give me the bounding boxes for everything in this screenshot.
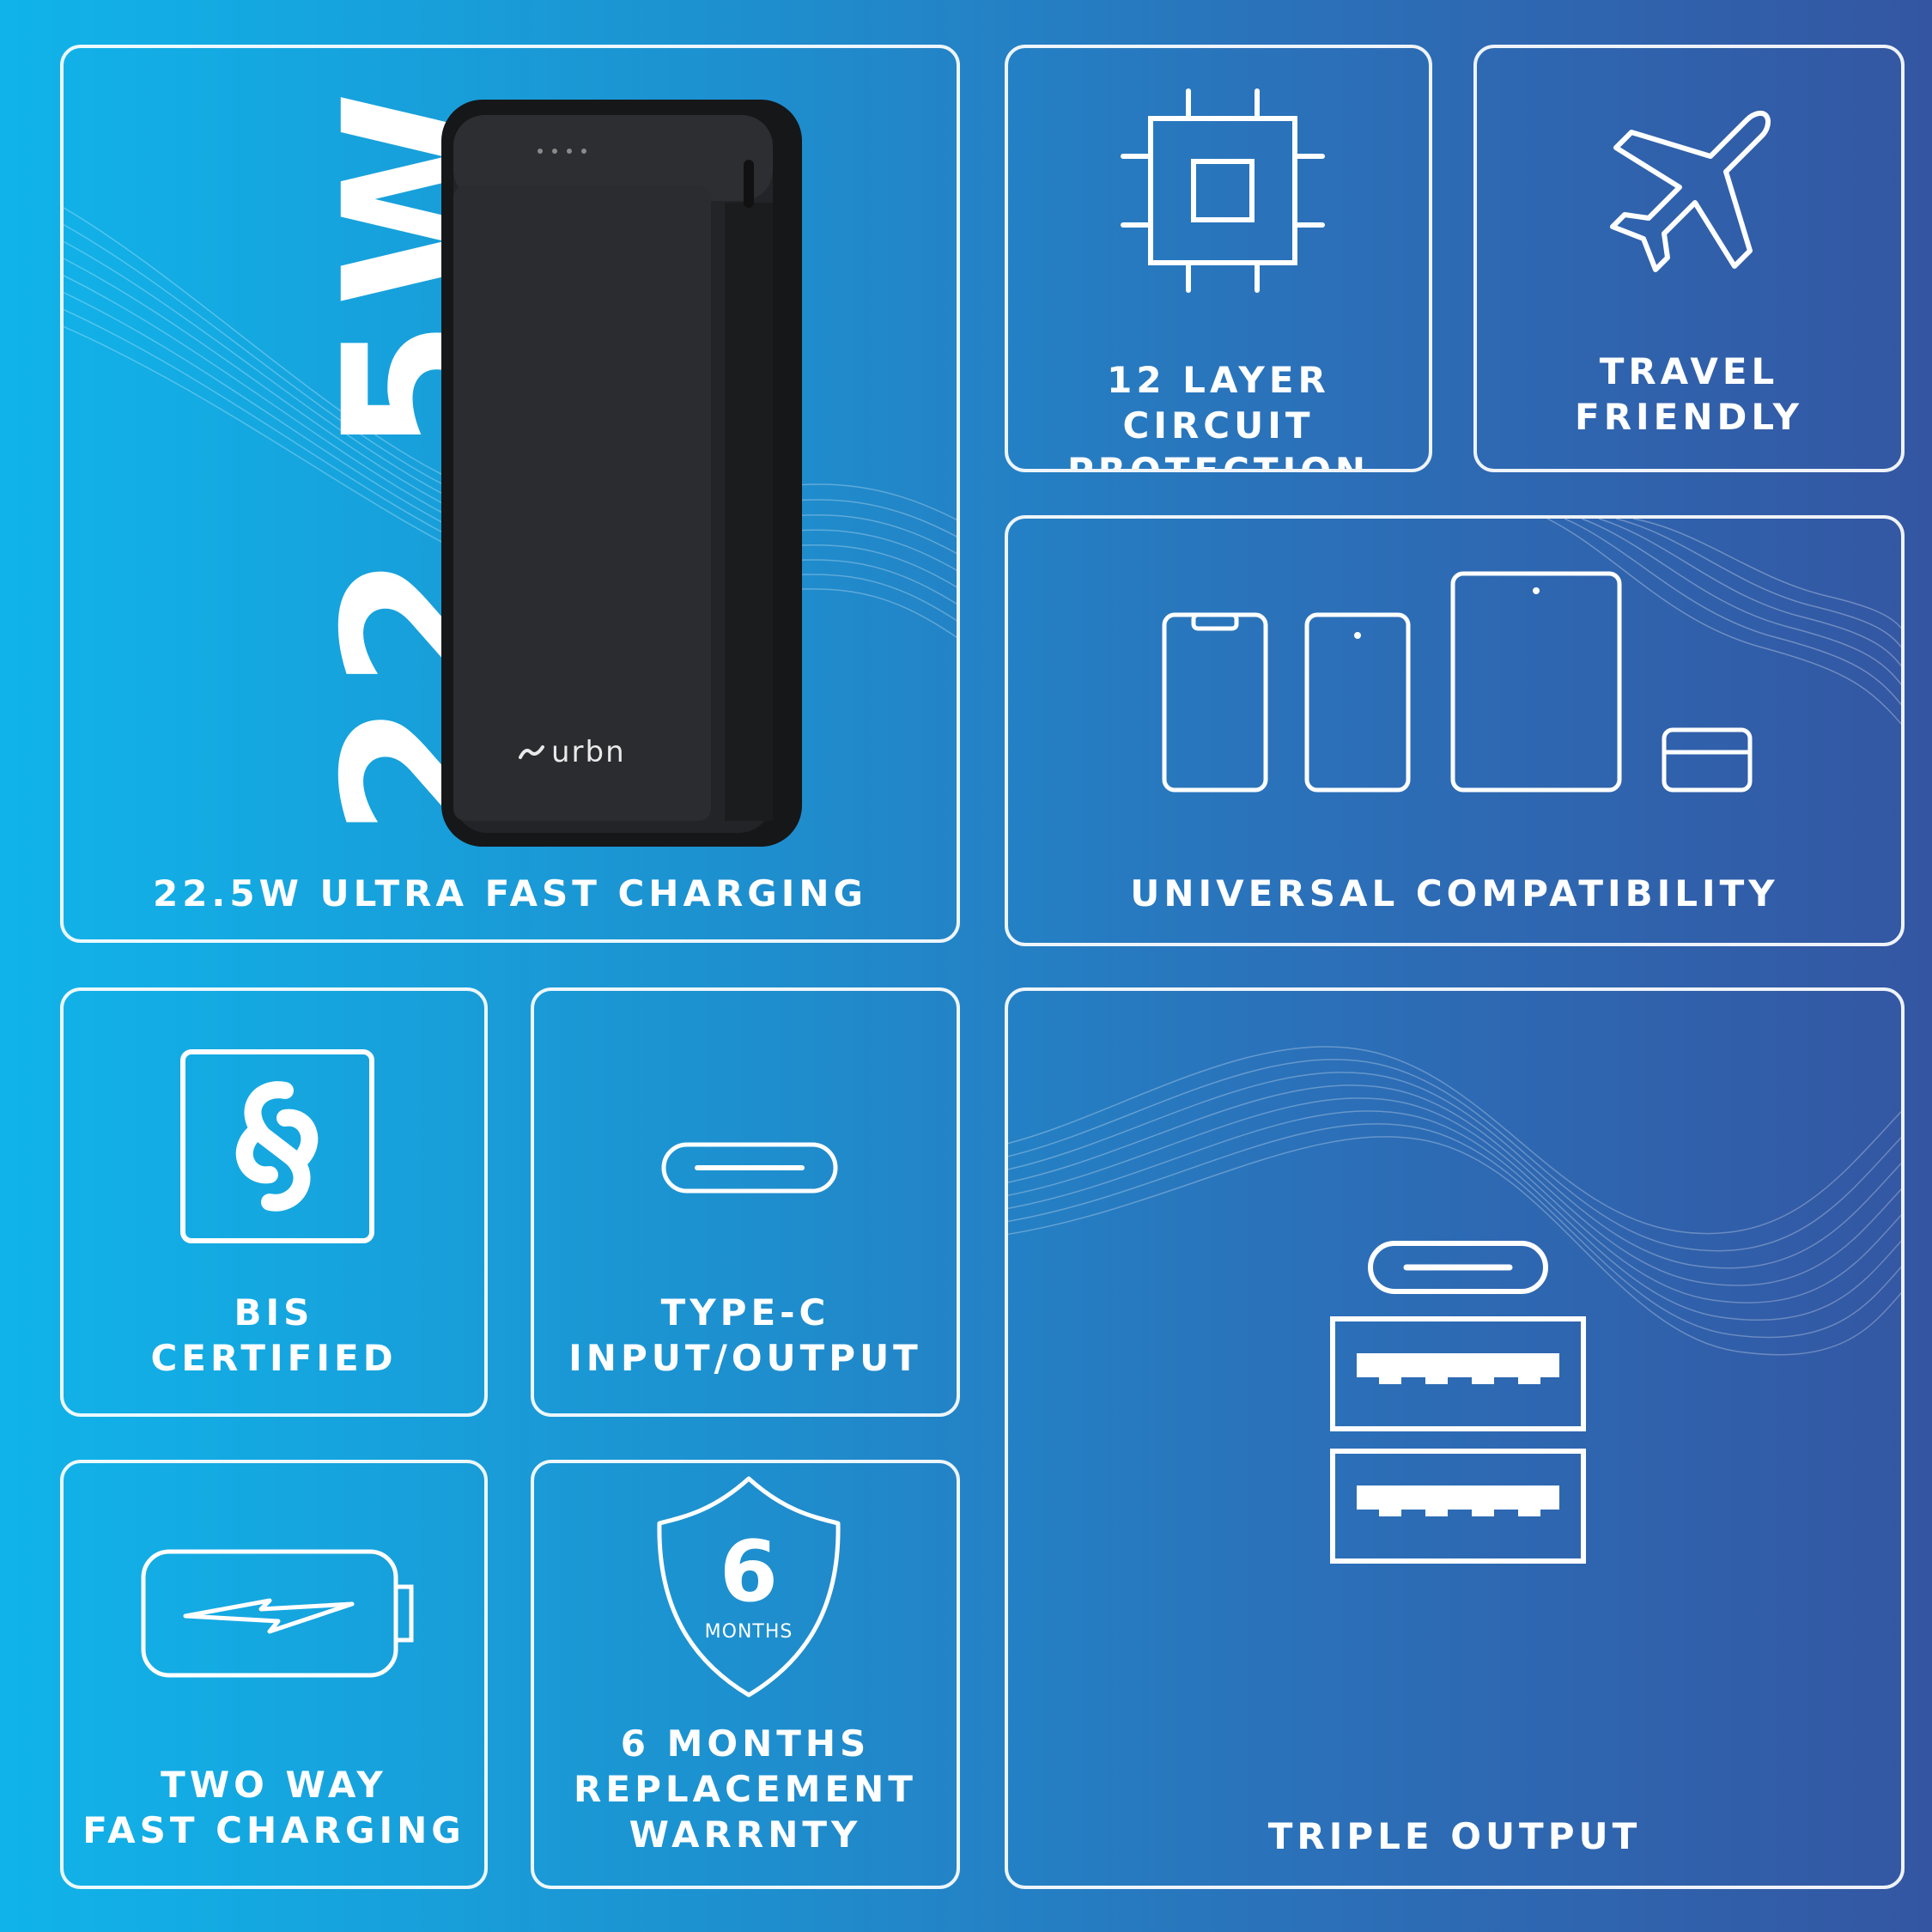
two-way-charging-label: TWO WAY FAST CHARGING <box>64 1762 484 1853</box>
usb-a-output-1-icon <box>1330 1316 1586 1431</box>
usb-c-port-icon <box>661 1142 838 1194</box>
airplane-icon <box>1610 110 1771 272</box>
power-bank-image <box>441 100 802 847</box>
devices-icon <box>1162 571 1753 793</box>
brand-mark-icon <box>519 745 544 759</box>
type-c-label: TYPE-C INPUT/OUTPUT <box>534 1290 957 1381</box>
chip-icon <box>1121 88 1325 293</box>
warranty-line-1: 6 MONTHS <box>620 1722 871 1765</box>
typec-line-2: INPUT/OUTPUT <box>568 1337 922 1379</box>
warranty-card: 6 MONTHS 6 MONTHS REPLACEMENT WARRNTY <box>531 1460 960 1889</box>
wave-lines-decoration <box>1008 1046 1901 1356</box>
tablet-icon <box>1450 571 1622 793</box>
usb-a-output-2-icon <box>1330 1449 1586 1564</box>
warranty-badge-text: MONTHS <box>704 1621 793 1643</box>
warranty-line-3: WARRNTY <box>629 1814 862 1856</box>
typec-line-1: TYPE-C <box>660 1291 830 1334</box>
travel-line-1: TRAVEL <box>1599 350 1779 392</box>
shield-icon <box>657 1476 841 1698</box>
smartphone-icon <box>1162 612 1268 793</box>
phone-icon <box>1304 612 1411 793</box>
type-c-card: TYPE-C INPUT/OUTPUT <box>531 987 960 1417</box>
battery-bolt-icon <box>141 1549 414 1678</box>
circuit-protection-card: 12 LAYER CIRCUIT PROTECTION <box>1005 45 1432 472</box>
bis-line-2: CERTIFIED <box>150 1337 398 1379</box>
bis-mark-icon <box>180 1049 374 1243</box>
universal-compatibility-card: UNIVERSAL COMPATIBILITY <box>1005 515 1905 946</box>
brand-name: urbn <box>551 735 626 769</box>
two-way-charging-card: TWO WAY FAST CHARGING <box>60 1460 488 1889</box>
usb-ports-icon <box>1330 1241 1586 1564</box>
brand-logo: urbn <box>519 735 626 769</box>
earbuds-case-icon <box>1662 727 1753 793</box>
warranty-line-2: REPLACEMENT <box>574 1768 917 1810</box>
warranty-label: 6 MONTHS REPLACEMENT WARRNTY <box>534 1721 957 1857</box>
circuit-line-2: PROTECTION <box>1066 450 1370 472</box>
travel-friendly-card: TRAVEL FRIENDLY <box>1473 45 1905 472</box>
travel-friendly-label: TRAVEL FRIENDLY <box>1477 349 1901 440</box>
triple-output-label: TRIPLE OUTPUT <box>1267 1815 1642 1857</box>
twoway-line-1: TWO WAY <box>161 1764 387 1806</box>
twoway-line-2: FAST CHARGING <box>82 1809 465 1851</box>
universal-compatibility-label: UNIVERSAL COMPATIBILITY <box>1130 872 1779 914</box>
bis-certified-card: BIS CERTIFIED <box>60 987 488 1417</box>
wave-corner-decoration <box>1546 519 1901 725</box>
warranty-badge-number: 6 <box>719 1523 779 1621</box>
hero-card: 22.5W urbn 22.5W ULTRA FAST CHARGING <box>60 45 960 943</box>
circuit-protection-label: 12 LAYER CIRCUIT PROTECTION <box>1008 357 1429 472</box>
triple-output-card: TRIPLE OUTPUT <box>1005 987 1905 1889</box>
bis-line-1: BIS <box>234 1291 314 1334</box>
circuit-line-1: 12 LAYER CIRCUIT <box>1107 359 1330 447</box>
hero-label: 22.5W ULTRA FAST CHARGING <box>152 872 868 914</box>
travel-line-2: FRIENDLY <box>1575 396 1803 438</box>
usb-c-output-icon <box>1368 1241 1548 1294</box>
bis-certified-label: BIS CERTIFIED <box>64 1290 484 1381</box>
